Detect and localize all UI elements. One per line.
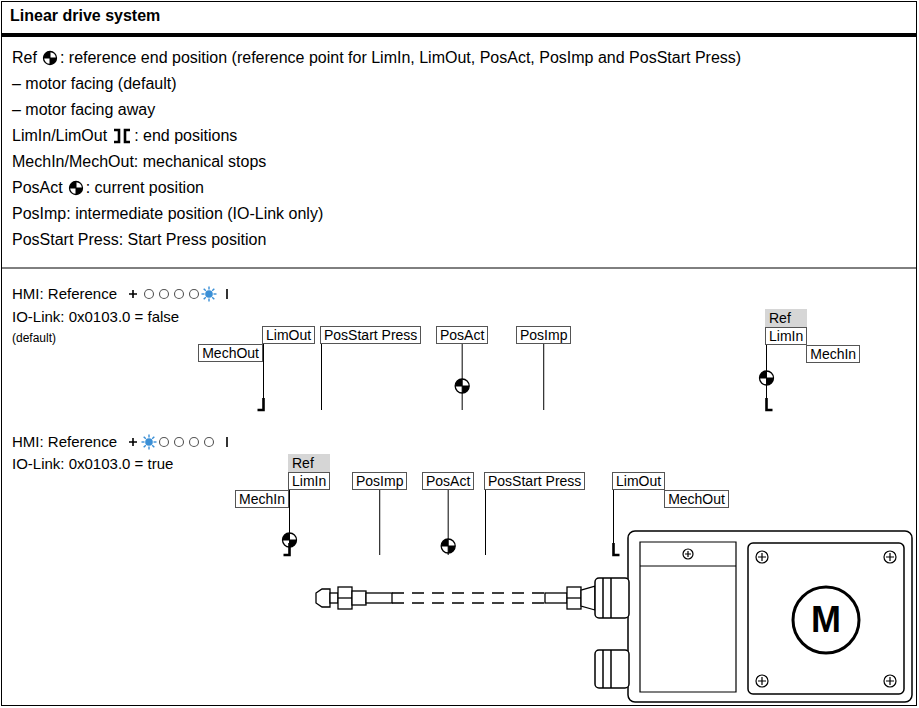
mechanical-stop xyxy=(614,543,620,555)
description-text: : end positions xyxy=(134,126,237,146)
leader-line xyxy=(462,344,463,410)
text-line: HMI: Reference xyxy=(12,284,239,304)
description-text: – motor facing (default) xyxy=(12,74,177,94)
position-name: MechIn xyxy=(810,346,856,362)
position-box: PosStart Press xyxy=(484,472,585,490)
reference-tag: Ref xyxy=(288,454,330,472)
position-name: PosImp xyxy=(356,473,403,489)
position-box: MechOut xyxy=(664,490,729,508)
description-text: PosAct xyxy=(12,178,63,198)
position-box: MechOut xyxy=(198,344,263,362)
position-name: LimIn xyxy=(292,473,326,489)
position-name: PosAct xyxy=(440,327,484,343)
reference-tag: Ref xyxy=(765,309,807,327)
description-text: IO-Link: 0x0103.0 = true xyxy=(12,454,173,474)
text-line: – motor facing away xyxy=(12,100,155,120)
text-line: HMI: Reference xyxy=(12,432,239,452)
leader-lines xyxy=(258,344,774,555)
leader-line xyxy=(379,490,380,555)
mechanical-stop xyxy=(258,398,264,410)
position-box: PosAct xyxy=(436,326,488,344)
text-line: – motor facing (default) xyxy=(12,74,177,94)
description-text: PosImp: intermediate position (IO-Link o… xyxy=(12,204,323,224)
position-symbol xyxy=(69,182,82,195)
position-symbol xyxy=(455,379,469,393)
leader-line xyxy=(543,344,544,410)
mechanical-stop xyxy=(767,398,773,410)
description-text: PosStart Press: Start Press position xyxy=(12,230,266,250)
position-name: MechIn xyxy=(239,491,285,507)
text-line: PosImp: intermediate position (IO-Link o… xyxy=(12,204,323,224)
motor-housing xyxy=(595,531,912,702)
position-name: Ref xyxy=(292,455,314,471)
position-box: LimOut xyxy=(612,472,665,490)
end-position-icon xyxy=(112,128,132,144)
position-box: PosStart Press xyxy=(320,326,421,344)
position-box: PosImp xyxy=(516,326,571,344)
position-symbol xyxy=(43,52,56,65)
position-name: MechOut xyxy=(202,345,259,361)
position-name: MechOut xyxy=(668,491,725,507)
text-line: LimIn/LimOut : end positions xyxy=(12,126,237,146)
piston-rod xyxy=(316,586,595,610)
led-indicator xyxy=(127,433,237,451)
position-box: LimIn xyxy=(288,472,330,490)
position-name: PosImp xyxy=(520,327,567,343)
table-heading: Linear drive system xyxy=(10,7,160,25)
motor-letter: M xyxy=(811,600,841,640)
position-box: LimIn xyxy=(765,327,807,345)
position-name: Ref xyxy=(769,310,791,326)
description-text: (default) xyxy=(12,328,56,348)
description-text: : current position xyxy=(86,178,204,198)
position-icon xyxy=(42,50,58,66)
description-text: Ref xyxy=(12,48,37,68)
text-line: (default) xyxy=(12,328,56,348)
position-name: PosStart Press xyxy=(324,327,417,343)
description-text: MechIn/MechOut: mechanical stops xyxy=(12,152,266,172)
position-box: PosAct xyxy=(422,472,474,490)
position-box: LimOut xyxy=(262,326,315,344)
text-line: PosStart Press: Start Press position xyxy=(12,230,266,250)
description-text: : reference end position (reference poin… xyxy=(60,48,741,68)
position-name: LimIn xyxy=(769,328,803,344)
text-line: MechIn/MechOut: mechanical stops xyxy=(12,152,266,172)
text-line: PosAct : current position xyxy=(12,178,204,198)
leader-line xyxy=(485,490,486,555)
position-symbol xyxy=(760,371,774,385)
position-name: PosStart Press xyxy=(488,473,581,489)
text-line: Ref : reference end position (reference p… xyxy=(12,48,741,68)
text-line: IO-Link: 0x0103.0 = false xyxy=(12,307,179,327)
description-text: HMI: Reference xyxy=(12,432,117,452)
position-name: PosAct xyxy=(426,473,470,489)
position-box: MechIn xyxy=(806,345,860,363)
description-text: – motor facing away xyxy=(12,100,155,120)
position-name: LimOut xyxy=(266,327,311,343)
text-line: IO-Link: 0x0103.0 = true xyxy=(12,454,173,474)
position-icon xyxy=(68,180,84,196)
housing-screws xyxy=(683,549,896,687)
position-name: LimOut xyxy=(616,473,661,489)
description-text: IO-Link: 0x0103.0 = false xyxy=(12,307,179,327)
position-box: PosImp xyxy=(352,472,407,490)
led-indicator xyxy=(127,285,237,303)
description-text: LimIn/LimOut xyxy=(12,126,107,146)
description-text: HMI: Reference xyxy=(12,284,117,304)
mechanical-stop xyxy=(284,543,290,555)
position-box: MechIn xyxy=(235,490,289,508)
position-symbol xyxy=(441,539,455,553)
leader-line xyxy=(321,344,322,410)
